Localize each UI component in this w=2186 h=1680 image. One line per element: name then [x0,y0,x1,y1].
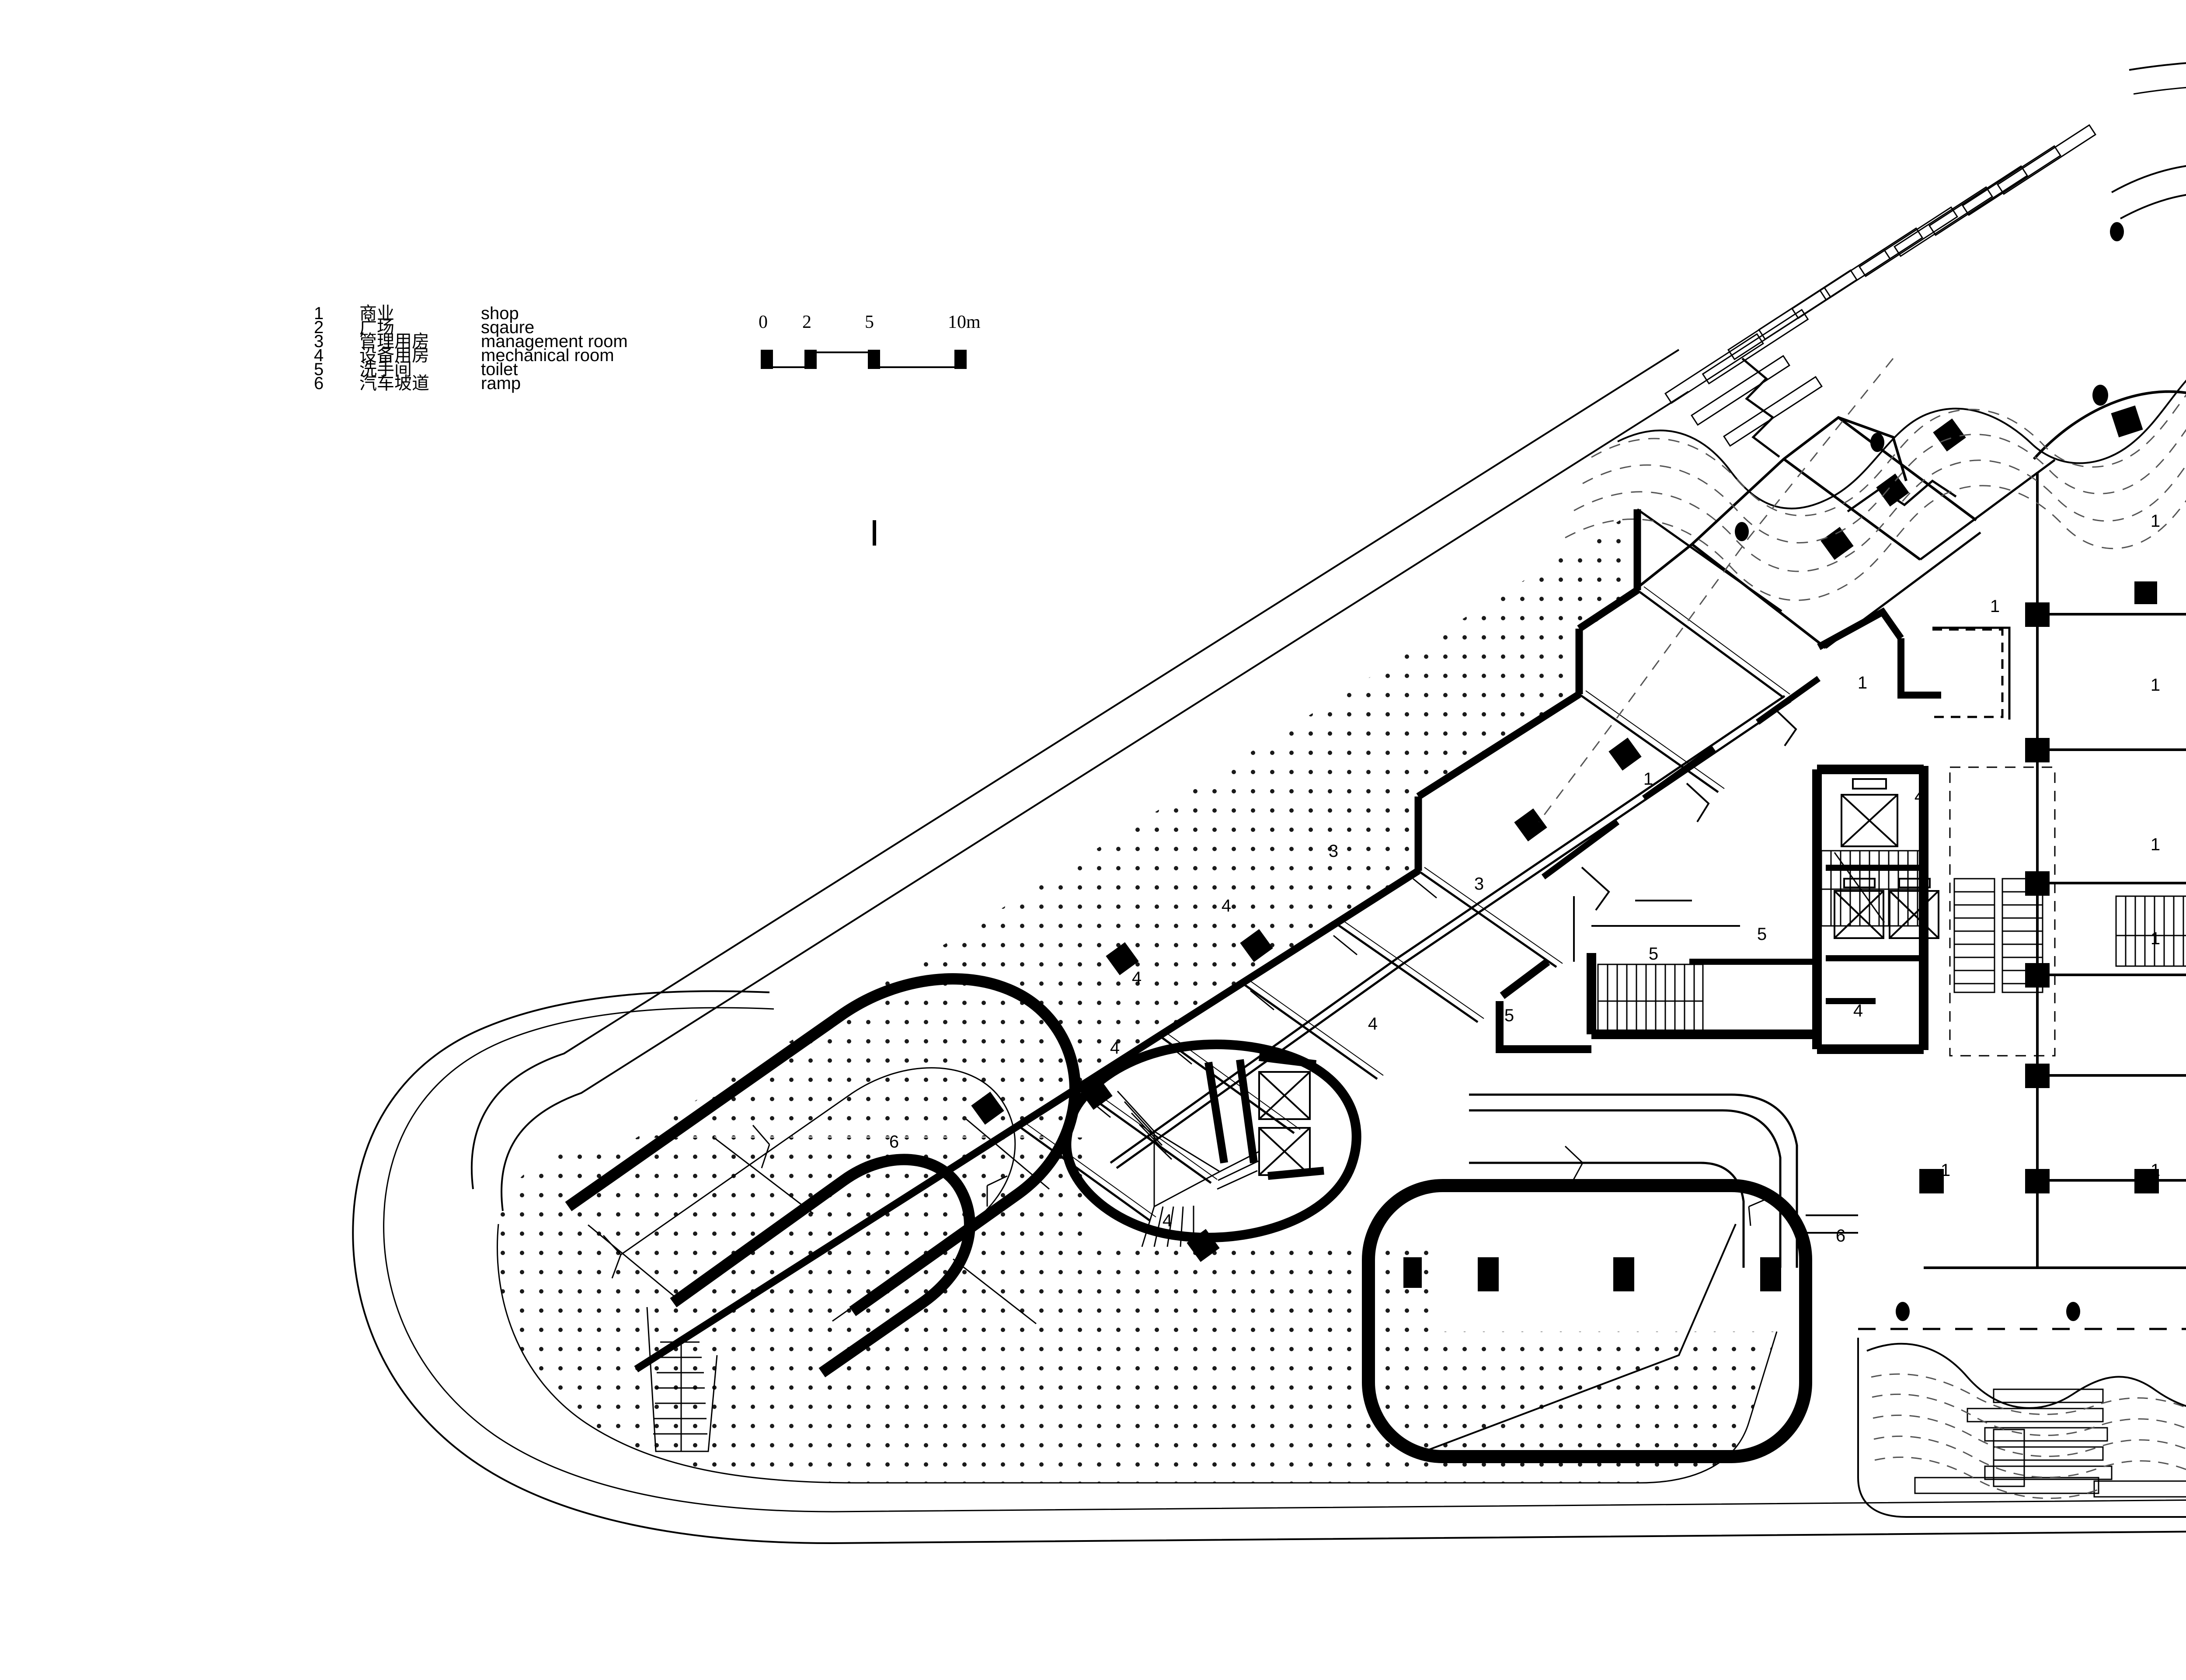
legend-label-en: toilet [481,360,518,379]
paved-diagonal-band [527,509,1637,1207]
legend-label-cn: 管理用房 [359,331,429,351]
legend-label-cn: 广场 [359,317,394,337]
room-label: 1 [2151,675,2160,695]
room-label: 4 [1914,787,1924,806]
scale-bar-graphic [761,350,967,369]
road-edge-lines [1806,1214,1858,1234]
room-label: 1 [1858,673,1867,692]
stair-run [646,1307,718,1452]
legend-number: 3 [314,332,324,351]
site-curb-line [383,87,2186,1513]
legend-number: 1 [314,304,324,323]
escalator [1949,766,2056,1057]
legend-label-cn: 汽车坡道 [359,373,429,393]
paved-plaza-area [497,1137,1778,1484]
room-label: 1 [2151,835,2160,854]
room-label: 4 [1132,968,1142,988]
planting-dot [1735,222,2124,541]
landscape-north-terraces [1538,124,2186,822]
legend-label-en: mechanical room [481,346,614,365]
central-service-core [1496,607,2056,1057]
scale-bar: 0 2 5 10m [759,312,981,369]
legend-number: 2 [314,318,324,337]
room-label: 3 [1329,842,1338,861]
room-label: 1 [2151,511,2160,531]
scale-tick-label: 5 [865,312,874,332]
vehicle-ramp [565,973,1798,1452]
legend-number: 4 [314,346,324,365]
room-label: 5 [1504,1006,1514,1025]
rounded-pavilion [1362,1179,1812,1463]
room-label: 4 [1163,1211,1172,1230]
landscape-south-terraces [1857,1302,2186,1518]
structural-column [1821,405,2157,604]
room-label: 4 [1368,1014,1378,1033]
room-label: 6 [889,1132,899,1151]
stair-run [1821,850,1926,927]
oval-stair-pavilion [1062,1039,1361,1247]
room-label: 1 [2151,929,2160,948]
legend-number: 6 [314,374,324,393]
legend-label-en: shop [481,304,519,323]
room-label: 1 [1643,769,1653,789]
legend-number: 5 [314,360,324,379]
structural-column [1403,1257,1781,1291]
section-tick-mark [873,520,876,546]
stair-run [2115,895,2186,967]
room-label: 1 [2151,1161,2160,1180]
room-label: 4 [1222,896,1231,915]
room-label: 3 [1474,874,1484,894]
legend-label-en: ramp [481,374,521,393]
room-label-group: 111111111233444444455566 [889,511,2160,1245]
scale-tick-label: 0 [759,312,768,332]
scale-tick-label: 2 [802,312,811,332]
planting-dot [1896,1302,2080,1321]
room-label: 1 [1990,597,2000,616]
legend-label-cn: 设备用房 [359,345,429,365]
room-label: 4 [1853,1001,1863,1020]
legend-label-en: management room [481,332,628,351]
legend-label-cn: 洗手间 [359,359,412,379]
legend-label-cn: 商业 [359,303,394,323]
legend-label-en: sqaure [481,318,534,337]
scale-tick-label: 10m [948,312,981,332]
room-label: 5 [1757,925,1767,944]
legend: 1 商业 shop 2 广场 sqaure 3 管理用房 management room 4 设备用… [314,303,628,393]
room-label: 1 [1941,1161,1950,1180]
elevator-car [1258,1071,1311,1176]
stair-run [1597,963,1704,1035]
room-label: 6 [1836,1226,1845,1245]
site-boundary [352,62,2186,1544]
north-wing-building [1595,358,2157,649]
room-label: 4 [1110,1038,1120,1057]
upper-left-site-edge [470,349,1689,1211]
room-label: 5 [1649,944,1658,963]
